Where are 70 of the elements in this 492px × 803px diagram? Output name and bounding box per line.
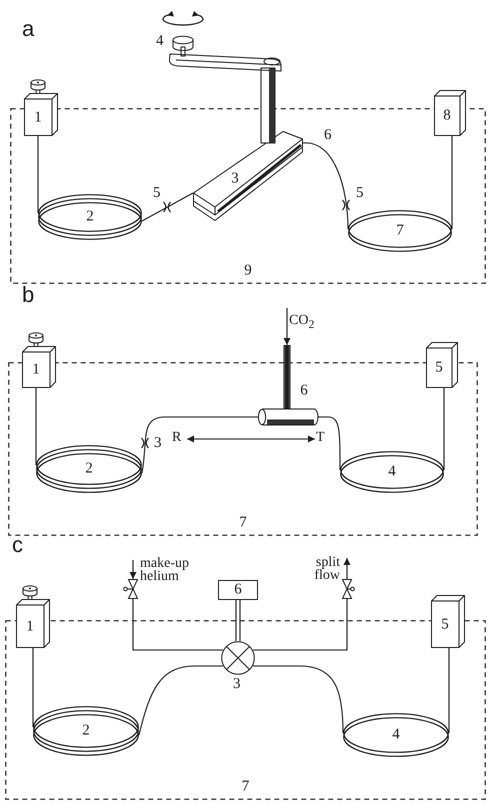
part-number: 6 — [300, 384, 308, 398]
tubing-line — [443, 388, 445, 470]
tubing-line — [35, 388, 37, 465]
part-number: 7 — [396, 224, 404, 238]
column-coil — [340, 451, 444, 493]
detector-box — [431, 595, 465, 648]
tubing-line — [32, 648, 34, 727]
injector-box — [24, 79, 58, 136]
flow-label: split flow — [303, 556, 345, 582]
part-number: 2 — [82, 724, 90, 738]
part-number: 1 — [26, 619, 34, 634]
gas-line — [132, 599, 223, 651]
oven-enclosure — [8, 362, 478, 536]
callout-number: 3 — [233, 677, 240, 692]
tubing-line — [141, 416, 258, 474]
callout-number: 5 — [153, 186, 160, 201]
column-coil — [38, 194, 142, 240]
detector-box — [434, 90, 466, 136]
part-number: 6 — [234, 582, 242, 598]
part-number: 2 — [85, 462, 93, 476]
panel-letter: a — [22, 18, 34, 40]
tubing-line — [448, 648, 450, 733]
callout-number: 5 — [356, 186, 364, 201]
part-number: 1 — [34, 110, 42, 125]
column-coil — [348, 210, 452, 252]
column-coil — [36, 445, 142, 493]
instrument-box — [218, 580, 258, 600]
gas-arrow — [344, 558, 350, 579]
flow-label: make-up helium — [135, 557, 199, 583]
position-label: T — [316, 431, 330, 444]
part-number: 7 — [242, 780, 250, 794]
part-number: 3 — [231, 172, 239, 186]
callout-number: 6 — [324, 128, 332, 143]
part-number: 1 — [32, 362, 40, 378]
panel-letter: c — [12, 534, 23, 556]
callout-number: 4 — [156, 34, 164, 49]
part-number: 5 — [441, 617, 449, 632]
part-number: 5 — [435, 360, 443, 376]
column-coil — [343, 713, 449, 757]
part-number: 9 — [244, 264, 252, 278]
valve-symbol — [123, 579, 141, 599]
injector-box — [16, 585, 50, 648]
double-arrow — [187, 436, 315, 442]
tubing-line — [37, 136, 39, 213]
gas-arrow — [130, 560, 136, 579]
gas-label: CO$_{2}$ — [289, 306, 321, 331]
position-label: R — [172, 431, 186, 444]
tubing-line — [142, 192, 194, 222]
slotted-heater — [193, 131, 303, 221]
injector-box — [22, 332, 56, 388]
part-number: 4 — [392, 728, 400, 742]
tubing-line — [451, 136, 453, 229]
part-number: 2 — [86, 210, 94, 224]
tubing-line — [302, 142, 349, 230]
column-coil — [33, 706, 139, 756]
callout-number: 3 — [154, 436, 162, 451]
tubing-line — [138, 665, 223, 736]
part-number: 4 — [388, 464, 396, 480]
gas-arrow — [284, 308, 290, 345]
detector-box — [426, 342, 458, 388]
oven-enclosure — [10, 108, 486, 284]
gas-line — [253, 599, 348, 651]
tubing-line — [318, 416, 341, 470]
part-number: 8 — [443, 108, 451, 124]
panel-letter: b — [22, 284, 34, 306]
oven-enclosure — [5, 620, 486, 800]
part-number: 7 — [239, 516, 247, 530]
double-line — [235, 599, 241, 642]
cryotrap-tube — [258, 345, 318, 426]
tubing-line — [253, 665, 344, 733]
